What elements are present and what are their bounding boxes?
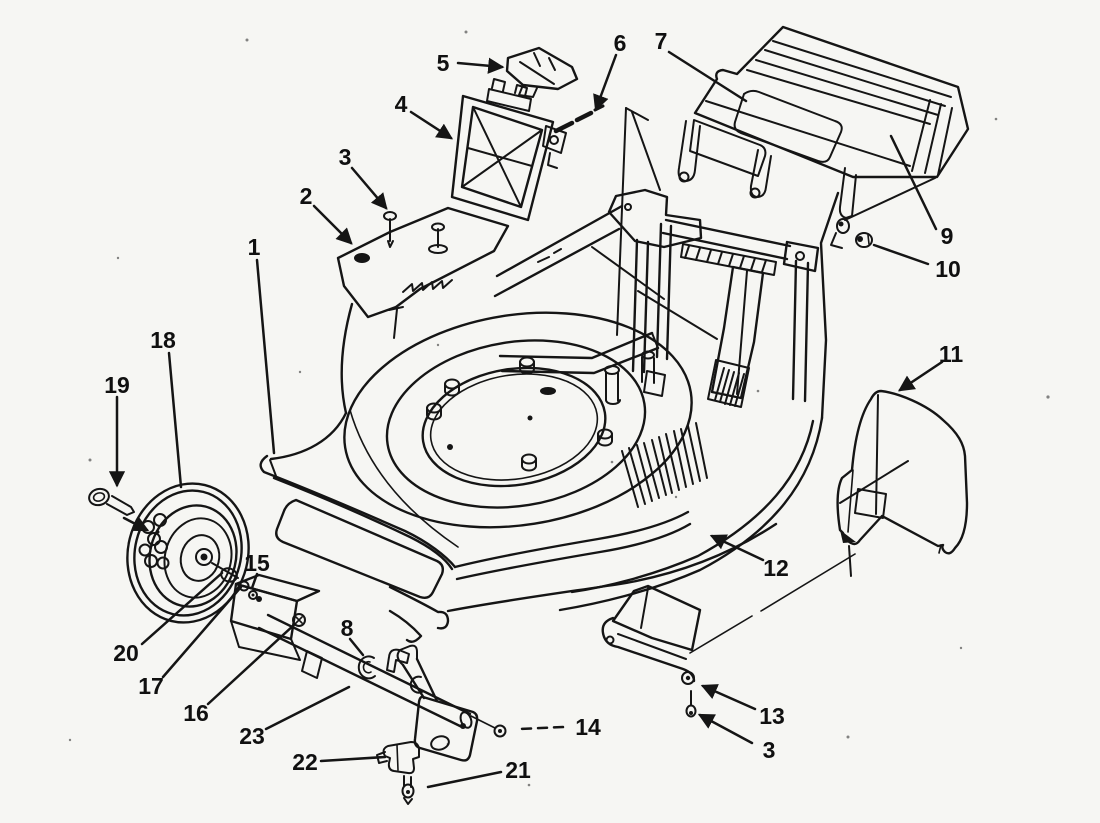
callout-label-13-12: 13	[759, 703, 785, 729]
callout-leader-2-1	[312, 204, 353, 245]
callout-leader-17-17	[161, 585, 243, 679]
callout-label-2-1: 2	[300, 183, 313, 209]
callout-label-19-19: 19	[104, 372, 130, 398]
side-panel	[836, 389, 969, 577]
callout-label-7-6: 7	[655, 28, 668, 54]
callout-leader-14-14	[517, 725, 565, 731]
chute-wedge	[505, 46, 579, 98]
callout-label-12-11: 12	[763, 555, 789, 581]
callout-leader-5-4	[456, 57, 505, 74]
handle-tower	[591, 188, 820, 408]
callout-label-3-2: 3	[339, 144, 352, 170]
callout-label-17-17: 17	[138, 673, 164, 699]
mounting-screws	[383, 211, 448, 254]
wheel	[126, 482, 258, 624]
callout-label-16-16: 16	[183, 700, 209, 726]
callout-label-9-8: 9	[941, 223, 954, 249]
callout-leader-8-7	[348, 637, 365, 657]
discharge-chute	[450, 78, 567, 222]
callout-leader-16-16	[206, 622, 297, 706]
callout-label-22-22: 22	[292, 749, 318, 775]
callout-label-6-5: 6	[614, 30, 627, 56]
callout-leader-23-23	[264, 685, 351, 731]
callout-leader-1-0	[255, 258, 276, 455]
callout-label-5-4: 5	[437, 50, 450, 76]
deck-housing	[259, 107, 840, 643]
callout-leader-15-15	[250, 572, 259, 590]
callout-leader-18-18	[167, 351, 183, 489]
callout-label-20-20: 20	[113, 640, 139, 666]
paper-speckles	[68, 30, 1050, 787]
baffle-plate	[336, 206, 510, 319]
callout-label-18-18: 18	[150, 327, 176, 353]
callout-leader-20-20	[140, 571, 224, 646]
projection-line	[689, 553, 856, 654]
callout-label-11-10: 11	[939, 341, 964, 367]
cover-clip	[855, 232, 873, 248]
callout-label-8-7: 8	[341, 615, 354, 641]
axle-assembly	[229, 573, 507, 805]
callout-label-3-13: 3	[763, 737, 776, 763]
wheel-bolt	[88, 487, 150, 532]
callout-leader-3-2	[350, 166, 388, 210]
callout-leader-9-8	[889, 134, 938, 231]
callout-label-4-3: 4	[395, 91, 408, 117]
callout-label-21-21: 21	[505, 757, 531, 783]
callout-label-23-23: 23	[239, 723, 265, 749]
callout-leader-10-9	[872, 243, 930, 266]
slot-hatching	[684, 245, 767, 273]
callout-leader-13-12	[700, 684, 757, 711]
callout-label-10-9: 10	[935, 256, 961, 282]
callout-leader-6-5	[593, 53, 618, 112]
callout-label-1-0: 1	[248, 234, 261, 260]
callout-leader-4-3	[409, 110, 454, 140]
callout-leader-11-10	[897, 360, 944, 392]
callout-leader-3-13	[697, 713, 754, 745]
louver-vents	[621, 422, 708, 508]
callout-label-14-14: 14	[575, 714, 601, 740]
callout-leader-22-22	[319, 755, 387, 763]
callout-label-15-15: 15	[244, 550, 270, 576]
support-bracket	[601, 584, 702, 718]
callout-leader-12-11	[709, 534, 765, 562]
pad-hatching	[714, 367, 745, 407]
rear-cover	[677, 25, 970, 249]
callout-leader-21-21	[426, 770, 503, 789]
bolt-bosses	[426, 356, 613, 472]
callout-leader-7-6	[667, 50, 748, 103]
